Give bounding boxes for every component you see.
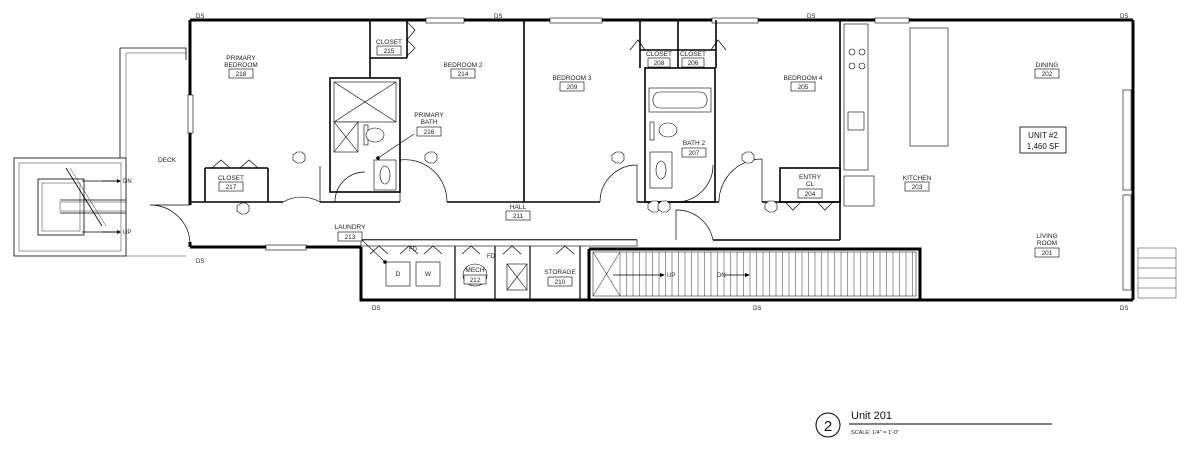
fixtures [333, 23, 949, 291]
dining-number: 202 [1042, 71, 1053, 78]
interior-stair [592, 251, 917, 297]
primary-bedroom-label-2: BEDROOM [224, 62, 258, 69]
corridor-wall-hatch [360, 239, 638, 247]
primary-bath-label-2: BATH [421, 119, 438, 126]
mech-label: MECH [465, 267, 484, 274]
downspout-2: DS [494, 14, 502, 20]
downspout-4: DS [1120, 14, 1128, 20]
living-room-label-1: LIVING [1036, 233, 1057, 240]
primary-bath-number: 216 [424, 129, 435, 136]
bedroom-2-number: 214 [458, 71, 469, 78]
kitchen-label: KITCHEN [903, 175, 932, 182]
living-room-label-2: ROOM [1037, 240, 1057, 247]
storage-number: 210 [555, 279, 566, 286]
primary-bedroom-number: 218 [236, 71, 247, 78]
bedroom-3-label: BEDROOM 3 [552, 75, 591, 82]
downspout-8: DS [1120, 306, 1128, 312]
bedroom-3-number: 209 [567, 84, 578, 91]
mech-number: 212 [470, 277, 481, 284]
smoke-detectors [236, 151, 778, 215]
exterior-walls [187, 17, 1135, 302]
bedroom-4-number: 205 [798, 84, 809, 91]
deck-stair-up: UP [123, 230, 131, 236]
unit-area: 1,460 SF [1027, 142, 1060, 151]
drawing-title: Unit 201 [851, 410, 892, 422]
floor-drain-label-laundry: FD [409, 247, 418, 253]
dryer-label: D [396, 271, 401, 278]
stair-treads [619, 252, 913, 296]
bedroom-2-label: BEDROOM 2 [443, 62, 482, 69]
entry-closet-label-1: ENTRY [799, 174, 822, 181]
laundry-label: LAUNDRY [335, 224, 367, 231]
closet-215-label: CLOSET [376, 39, 402, 46]
title-block: 2 Unit 201 SCALE: 1/4" = 1'-0" [815, 410, 1052, 438]
stair-up-label: UP [667, 273, 675, 279]
hall-label: HALL [510, 204, 527, 211]
closet-217-number: 217 [226, 184, 237, 191]
closet-217-label: CLOSET [218, 175, 244, 182]
drawing-scale: SCALE: 1/4" = 1'-0" [851, 430, 899, 436]
washer-label: W [425, 271, 432, 278]
stair-dn-label: DN [717, 273, 726, 279]
living-room-number: 201 [1042, 250, 1053, 257]
closet-208-number: 208 [654, 60, 665, 67]
downspout-markers: DS DS DS DS DS DS DS DS [196, 14, 1128, 312]
laundry-number: 213 [345, 234, 356, 241]
closet-206-number: 206 [688, 60, 699, 67]
dining-label: DINING [1036, 62, 1059, 69]
room-labels: PRIMARY BEDROOM 218 CLOSET 215 BEDROOM 2… [218, 39, 1060, 287]
bath-2-label: BATH 2 [683, 140, 706, 147]
stair-arrows: UP DN [613, 273, 750, 279]
floor-drain-label-mech: FD [487, 254, 496, 260]
primary-bath-label-1: PRIMARY [414, 112, 444, 119]
closet-208-label: CLOSET [646, 51, 672, 58]
storage-label: STORAGE [544, 269, 576, 276]
deck-stair-arrows: DN UP [102, 179, 132, 236]
unit-name: UNIT #2 [1028, 131, 1058, 140]
kitchen-number: 203 [912, 184, 923, 191]
downspout-1: DS [196, 14, 204, 20]
exterior-deck-right [1137, 247, 1177, 299]
deck-label: DECK [158, 157, 177, 164]
closet-206-label: CLOSET [680, 51, 706, 58]
closet-215-number: 215 [384, 48, 395, 55]
downspout-5: DS [196, 259, 204, 265]
deck-name: DECK [158, 157, 177, 164]
downspout-6: DS [372, 306, 380, 312]
drawing-number: 2 [824, 418, 832, 435]
primary-bedroom-label-1: PRIMARY [226, 55, 256, 62]
service-rooms [454, 246, 581, 300]
deck-stair-dn: DN [123, 179, 132, 185]
exterior-stair [13, 47, 187, 257]
hall-number: 211 [513, 213, 524, 220]
entry-closet-label-2: CL [806, 181, 815, 188]
bedroom-4-label: BEDROOM 4 [783, 75, 822, 82]
downspout-3: DS [807, 14, 815, 20]
entry-closet-number: 204 [805, 191, 816, 198]
unit-tag: UNIT #2 1,460 SF [1019, 126, 1067, 154]
downspout-7: DS [753, 306, 761, 312]
bath-2-number: 207 [689, 150, 700, 157]
